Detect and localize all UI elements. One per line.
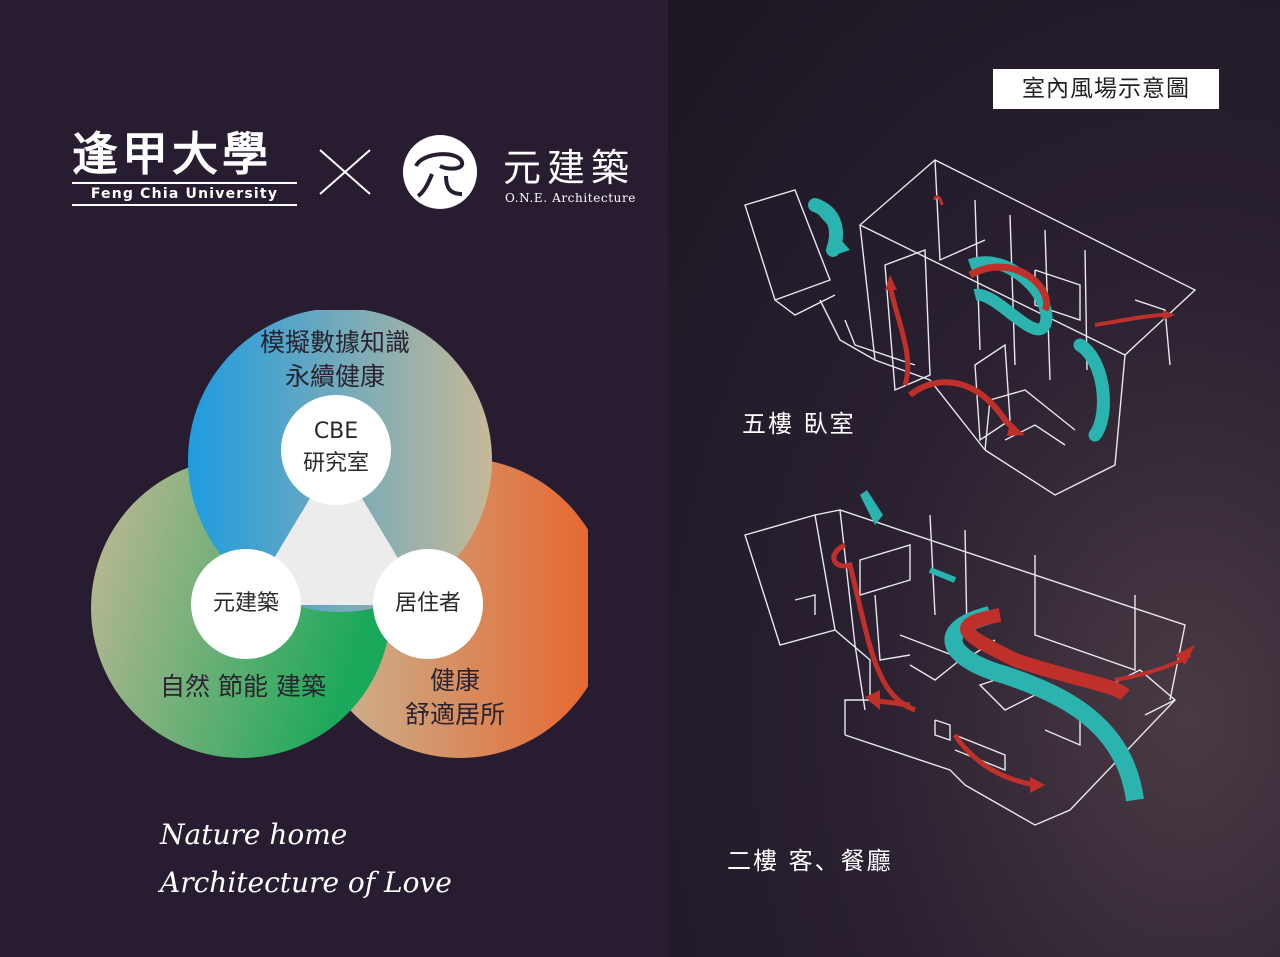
second-floor-label: 二樓 客、餐廳 bbox=[727, 847, 893, 875]
fifth-floor-bedroom-sketch bbox=[744, 159, 1197, 496]
fcu-logo-chinese: 逢甲大學 bbox=[72, 127, 272, 181]
slogan-line2: Architecture of Love bbox=[160, 866, 452, 899]
venn-left-text: 自然 節能 建築 bbox=[160, 672, 326, 701]
venn-right-text: 健康 舒適居所 bbox=[380, 664, 530, 732]
venn-top-text-line1: 模擬數據知識 bbox=[259, 328, 410, 357]
second-floor-living-dining-sketch bbox=[744, 490, 1195, 826]
venn-top-text: 模擬數據知識 永續健康 bbox=[230, 326, 440, 394]
one-logo-chinese: 元建築 bbox=[503, 146, 636, 190]
node-cbe-label: CBE 研究室 bbox=[281, 416, 391, 480]
wind-field-title: 室內風場示意圖 bbox=[993, 69, 1219, 109]
fcu-logo: 逢甲大學 Feng Chia University bbox=[72, 128, 297, 206]
node-resident-label: 居住者 bbox=[394, 591, 461, 616]
fifth-floor-label: 五樓 臥室 bbox=[742, 410, 856, 438]
one-logo-english: O.N.E. Architecture bbox=[505, 191, 637, 205]
one-architecture-logo-mark bbox=[403, 135, 477, 209]
node-cbe-line2: 研究室 bbox=[302, 451, 369, 476]
node-cbe-line1: CBE bbox=[313, 419, 359, 444]
venn-node-top bbox=[281, 395, 391, 505]
right-panel bbox=[668, 0, 1280, 957]
venn-top-text-line2: 永續健康 bbox=[284, 362, 385, 391]
collaboration-cross-icon bbox=[319, 149, 371, 195]
venn-center-triangle bbox=[246, 455, 426, 605]
venn-right-text-line1: 健康 bbox=[429, 666, 480, 695]
venn-node-right bbox=[373, 549, 483, 659]
venn-right-text-line2: 舒適居所 bbox=[404, 700, 505, 729]
venn-node-left bbox=[191, 549, 301, 659]
node-one-label: 元建築 bbox=[212, 591, 279, 616]
venn-diagram bbox=[91, 310, 588, 758]
fcu-logo-english: Feng Chia University bbox=[72, 182, 297, 206]
slogan-line1: Nature home bbox=[160, 818, 348, 851]
